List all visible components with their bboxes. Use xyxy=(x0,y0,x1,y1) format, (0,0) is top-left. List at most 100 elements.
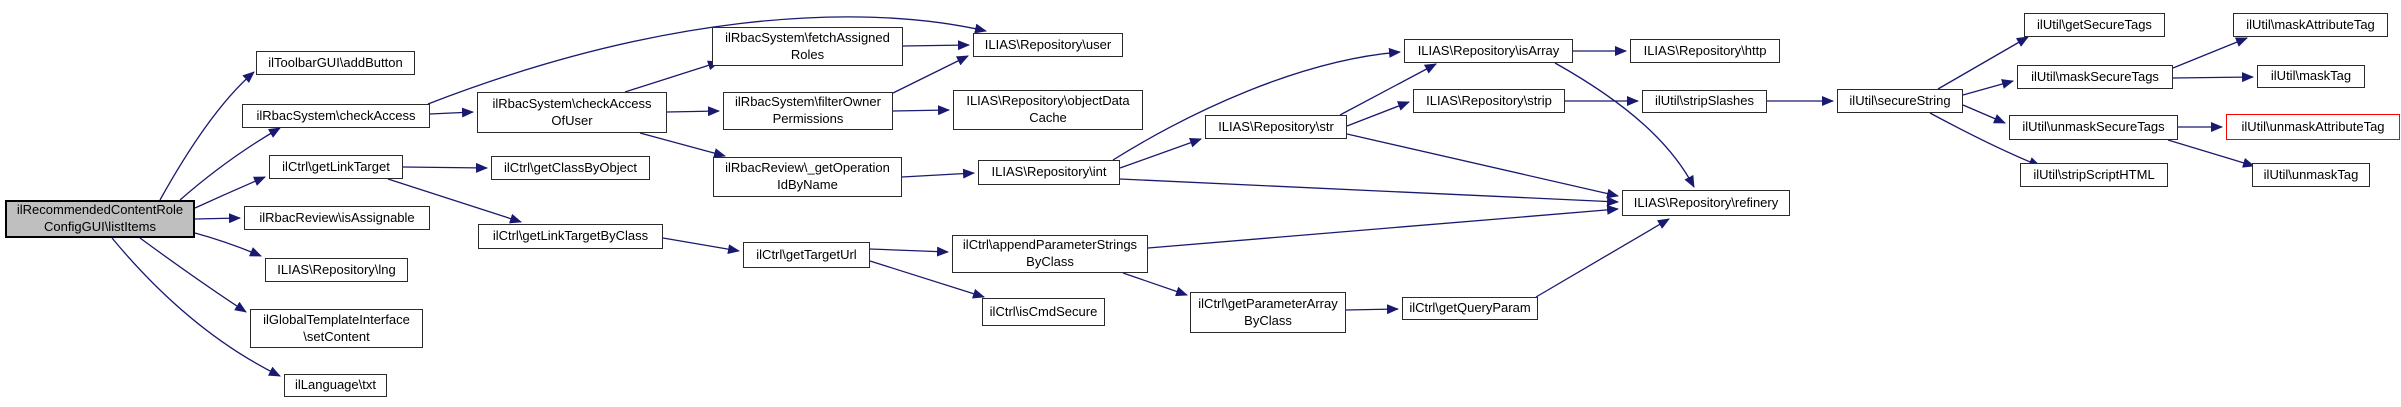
node-label: ilCtrl\getLinkTarget xyxy=(282,158,390,174)
edge-str-to-refinery xyxy=(1346,133,1619,199)
node-getTargetUrl[interactable]: ilCtrl\getTargetUrl xyxy=(743,242,870,268)
edge-filterOwnerPermissions-to-objectDataCache xyxy=(892,105,950,116)
node-checkAccess[interactable]: ilRbacSystem\checkAccess xyxy=(242,104,430,128)
node-label: ilUtil\maskSecureTags xyxy=(2031,68,2159,84)
node-label: ILIAS\Repository\str xyxy=(1218,118,1334,134)
node-label: Permissions xyxy=(772,111,844,126)
edge-getLinkTarget-to-getClassByObject xyxy=(402,162,488,173)
node-label: IdByName xyxy=(777,177,838,192)
node-label: ilUtil\secureString xyxy=(1849,92,1951,108)
node-label: ilUtil\maskTag xyxy=(2270,68,2352,84)
node-label: ilCtrl\getTargetUrl xyxy=(756,246,857,262)
node-setContent[interactable]: ilGlobalTemplateInterface\setContent xyxy=(250,309,423,348)
edge-listItems-to-checkAccess xyxy=(179,127,281,201)
node-lng[interactable]: ILIAS\Repository\lng xyxy=(265,258,408,282)
node-unmaskAttributeTag[interactable]: ilUtil\unmaskAttributeTag xyxy=(2226,114,2400,140)
node-label: OfUser xyxy=(551,112,593,128)
node-label: ILIAS\Repository\int xyxy=(991,164,1107,180)
node-label: ilUtil\getSecureTags xyxy=(2037,16,2152,32)
node-int[interactable]: ILIAS\Repository\int xyxy=(978,160,1120,185)
node-strip[interactable]: ILIAS\Repository\strip xyxy=(1413,89,1565,113)
node-label: ILIAS\Repository\lng xyxy=(277,261,396,277)
node-maskTag[interactable]: ilUtil\maskTag xyxy=(2257,65,2365,88)
node-label: ilRbacSystem\checkAccess xyxy=(256,107,416,123)
edge-listItems-to-setContent xyxy=(139,237,247,313)
node-label: ilRbacReview\isAssignable xyxy=(259,209,415,225)
node-label: ILIAS\Repository\objectData xyxy=(966,93,1130,109)
edge-checkAccess-to-checkAccessOfUser xyxy=(429,107,474,118)
edge-fetchAssignedRoles-to-user xyxy=(902,40,970,51)
node-label: ilCtrl\getParameterArray xyxy=(1198,295,1338,311)
node-getLinkTargetByClass[interactable]: ilCtrl\getLinkTargetByClass xyxy=(478,224,663,249)
node-refinery[interactable]: ILIAS\Repository\refinery xyxy=(1622,190,1790,216)
node-maskSecureTags[interactable]: ilUtil\maskSecureTags xyxy=(2017,65,2173,89)
node-getQueryParam[interactable]: ilCtrl\getQueryParam xyxy=(1402,297,1538,320)
edge-listItems-to-addButton xyxy=(159,71,255,201)
node-label: ilCtrl\getQueryParam xyxy=(1409,300,1531,316)
edge-maskSecureTags-to-maskAttributeTag xyxy=(2172,37,2248,69)
edge-checkAccessOfUser-to-fetchAssignedRoles xyxy=(624,60,720,93)
node-label: ByClass xyxy=(1026,254,1074,269)
node-label: ilRbacReview\_getOperation xyxy=(725,160,890,176)
node-str[interactable]: ILIAS\Repository\str xyxy=(1205,115,1347,139)
edge-checkAccessOfUser-to-filterOwnerPermissions xyxy=(666,106,720,117)
edge-getQueryParam-to-refinery xyxy=(1535,218,1670,298)
node-stripSlashes[interactable]: ilUtil\stripSlashes xyxy=(1642,90,1767,113)
node-getLinkTarget[interactable]: ilCtrl\getLinkTarget xyxy=(269,155,403,179)
node-label: ByClass xyxy=(1244,312,1292,328)
edge-maskSecureTags-to-maskTag xyxy=(2172,72,2254,83)
node-label: ILIAS\Repository\isArray xyxy=(1417,42,1560,58)
node-getSecureTags[interactable]: ilUtil\getSecureTags xyxy=(2024,13,2165,37)
node-maskAttributeTag[interactable]: ilUtil\maskAttributeTag xyxy=(2233,13,2388,37)
node-label: ilUtil\stripSlashes xyxy=(1655,93,1754,109)
node-label: ConfigGUI\listItems xyxy=(44,219,156,234)
node-label: \setContent xyxy=(303,328,370,344)
node-unmaskSecureTags[interactable]: ilUtil\unmaskSecureTags xyxy=(2009,115,2178,140)
edge-checkAccessOfUser-to-getOperationIdByName xyxy=(639,132,726,158)
node-label: ilToolbarGUI\addButton xyxy=(268,54,403,70)
edge-getLinkTargetByClass-to-getTargetUrl xyxy=(662,237,740,255)
edge-filterOwnerPermissions-to-user xyxy=(892,55,969,94)
node-txt[interactable]: ilLanguage\txt xyxy=(284,374,387,397)
node-addButton[interactable]: ilToolbarGUI\addButton xyxy=(256,51,415,75)
node-label: ILIAS\Repository\user xyxy=(984,36,1112,52)
node-http[interactable]: ILIAS\Repository\http xyxy=(1630,39,1780,63)
edge-getOperationIdByName-to-int xyxy=(901,168,975,179)
edge-getTargetUrl-to-appendParameterStringsByClass xyxy=(869,246,949,257)
node-stripScriptHTML[interactable]: ilUtil\stripScriptHTML xyxy=(2020,163,2168,187)
edge-secureString-to-unmaskSecureTags xyxy=(1962,104,2006,124)
edge-listItems-to-getLinkTarget xyxy=(194,176,266,209)
node-label: Roles xyxy=(790,46,825,62)
node-label: ilUtil\unmaskAttributeTag xyxy=(2241,118,2385,134)
edge-appendParameterStringsByClass-to-getParameterArrayByClass xyxy=(1122,272,1188,297)
node-label: ilCtrl\getLinkTargetByClass xyxy=(492,228,649,244)
node-isArray[interactable]: ILIAS\Repository\isArray xyxy=(1404,39,1573,63)
edge-listItems-to-txt xyxy=(111,237,281,377)
edge-int-to-refinery xyxy=(1119,178,1619,207)
edge-int-to-str xyxy=(1119,138,1202,169)
edge-secureString-to-getSecureTags xyxy=(1937,36,2029,90)
node-label: ilRbacSystem\checkAccess xyxy=(492,95,652,111)
node-label: ilGlobalTemplateInterface xyxy=(263,311,410,327)
node-isCmdSecure[interactable]: ilCtrl\isCmdSecure xyxy=(982,298,1105,326)
node-unmaskTag[interactable]: ilUtil\unmaskTag xyxy=(2252,163,2370,187)
node-label: ILIAS\Repository\refinery xyxy=(1633,194,1779,210)
node-label: ILIAS\Repository\http xyxy=(1643,42,1767,58)
node-secureString[interactable]: ilUtil\secureString xyxy=(1837,89,1963,113)
edge-unmaskSecureTags-to-unmaskTag xyxy=(2167,139,2255,168)
edge-int-to-isArray xyxy=(1112,47,1401,161)
node-isAssignable[interactable]: ilRbacReview\isAssignable xyxy=(244,206,430,230)
node-label: ilCtrl\getClassByObject xyxy=(504,159,637,175)
node-label: ILIAS\Repository\strip xyxy=(1426,92,1552,108)
node-user[interactable]: ILIAS\Repository\user xyxy=(973,33,1123,57)
node-getClassByObject[interactable]: ilCtrl\getClassByObject xyxy=(491,156,650,180)
